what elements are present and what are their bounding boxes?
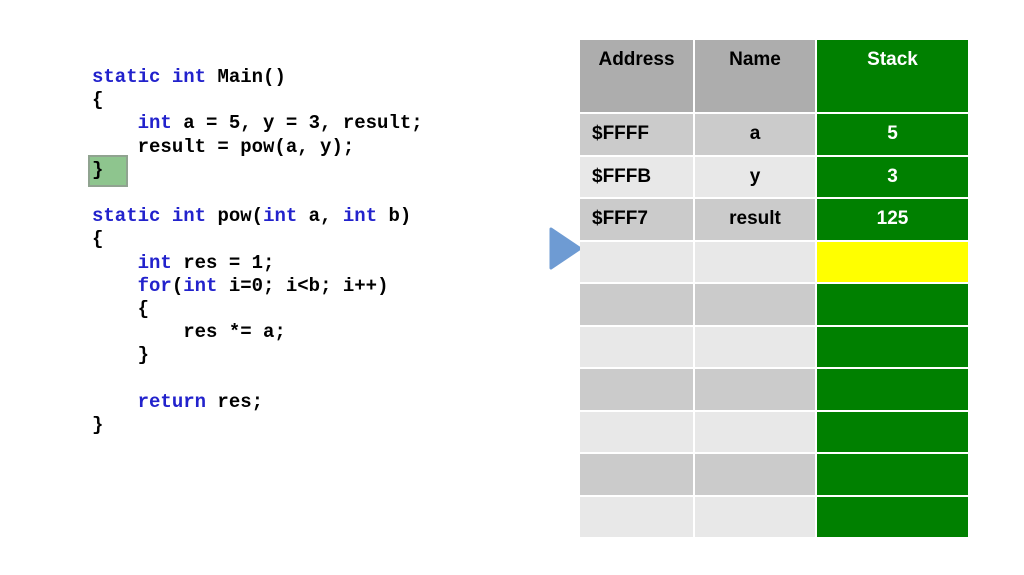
code-keyword: int — [263, 205, 298, 228]
name-cell — [695, 369, 815, 410]
code-keyword: return — [137, 390, 207, 413]
column-header-address: Address — [580, 40, 693, 112]
code-highlighted-token: } — [92, 158, 104, 181]
code-text: i=0; i<b; i++) — [217, 274, 389, 297]
table-row — [580, 496, 968, 537]
stack-cell: 3 — [817, 156, 968, 197]
code-text: result = pow(a, y); — [92, 135, 355, 158]
address-cell: $FFFB — [580, 156, 693, 197]
stack-cell-highlighted — [817, 241, 968, 282]
name-cell — [695, 454, 815, 495]
name-cell — [695, 411, 815, 452]
code-line: int res = 1; — [92, 251, 275, 274]
stack-cell — [817, 326, 968, 367]
name-cell: a — [695, 114, 815, 155]
column-header-name: Name — [695, 40, 815, 112]
code-line: } — [92, 414, 103, 436]
stack-cell — [817, 411, 968, 452]
code-keyword: static — [92, 66, 161, 88]
stack-cell — [817, 284, 968, 325]
code-text: pow( — [206, 205, 264, 228]
name-cell: result — [695, 199, 815, 240]
address-cell: $FFFF — [580, 114, 693, 155]
address-cell: $FFF7 — [580, 199, 693, 240]
code-keyword: int — [137, 112, 172, 135]
code-block: static int Main() { int a = 5, y = 3, re… — [92, 66, 423, 437]
code-line: return res; — [92, 391, 263, 413]
code-keyword: static — [92, 205, 161, 228]
code-line: result = pow(a, y); — [92, 135, 355, 158]
code-text: res *= a; — [92, 321, 286, 344]
address-cell — [580, 369, 693, 410]
code-line: } — [92, 344, 149, 366]
code-text: ( — [171, 274, 184, 297]
address-cell — [580, 411, 693, 452]
address-cell — [580, 326, 693, 367]
code-text — [92, 112, 138, 134]
table-row — [580, 411, 968, 452]
code-line: res *= a; — [92, 321, 286, 343]
code-line: static int pow(int a, int b) — [92, 205, 411, 227]
code-text — [92, 391, 138, 413]
address-cell — [580, 284, 693, 325]
stack-cell: 5 — [817, 114, 968, 155]
code-text: } — [92, 414, 104, 437]
code-keyword: int — [342, 205, 378, 228]
code-keyword: int — [137, 251, 172, 274]
code-text: res; — [206, 390, 264, 413]
address-cell — [580, 454, 693, 495]
name-cell: y — [695, 156, 815, 197]
address-cell — [580, 496, 693, 537]
column-header-stack: Stack — [817, 40, 968, 112]
stack-cell: 125 — [817, 199, 968, 240]
table-row — [580, 454, 968, 495]
table-row — [580, 369, 968, 410]
stack-cell — [817, 454, 968, 495]
code-line: for(int i=0; i<b; i++) — [92, 274, 389, 297]
code-text: res = 1; — [171, 251, 275, 274]
code-line: { — [92, 228, 103, 250]
code-text: { — [92, 298, 150, 321]
code-text — [92, 275, 138, 297]
code-keyword: for — [137, 274, 172, 297]
code-text: a, — [297, 205, 343, 228]
table-row — [580, 241, 968, 282]
name-cell — [695, 496, 815, 537]
code-line: { — [92, 89, 103, 111]
pointer-arrow-icon — [549, 227, 582, 270]
stack-cell — [817, 369, 968, 410]
code-line: int a = 5, y = 3, result; — [92, 112, 423, 134]
table-row — [580, 284, 968, 325]
code-text: } — [92, 344, 150, 367]
code-line: } — [92, 159, 103, 181]
code-text — [160, 66, 171, 88]
code-keyword: int — [171, 205, 207, 228]
code-line: { — [92, 298, 149, 320]
code-text: { — [92, 89, 104, 112]
code-keyword: int — [183, 274, 218, 297]
code-text — [160, 205, 171, 227]
table-row — [580, 326, 968, 367]
address-cell — [580, 241, 693, 282]
code-text — [92, 252, 138, 274]
name-cell — [695, 241, 815, 282]
name-cell — [695, 284, 815, 325]
code-text: b) — [377, 205, 412, 228]
code-keyword: int — [171, 66, 207, 88]
code-text: { — [92, 228, 104, 251]
code-line: static int Main() — [92, 66, 286, 88]
code-text: a = 5, y = 3, result; — [171, 112, 423, 135]
stack-cell — [817, 496, 968, 537]
name-cell — [695, 326, 815, 367]
code-text: Main() — [206, 66, 286, 88]
